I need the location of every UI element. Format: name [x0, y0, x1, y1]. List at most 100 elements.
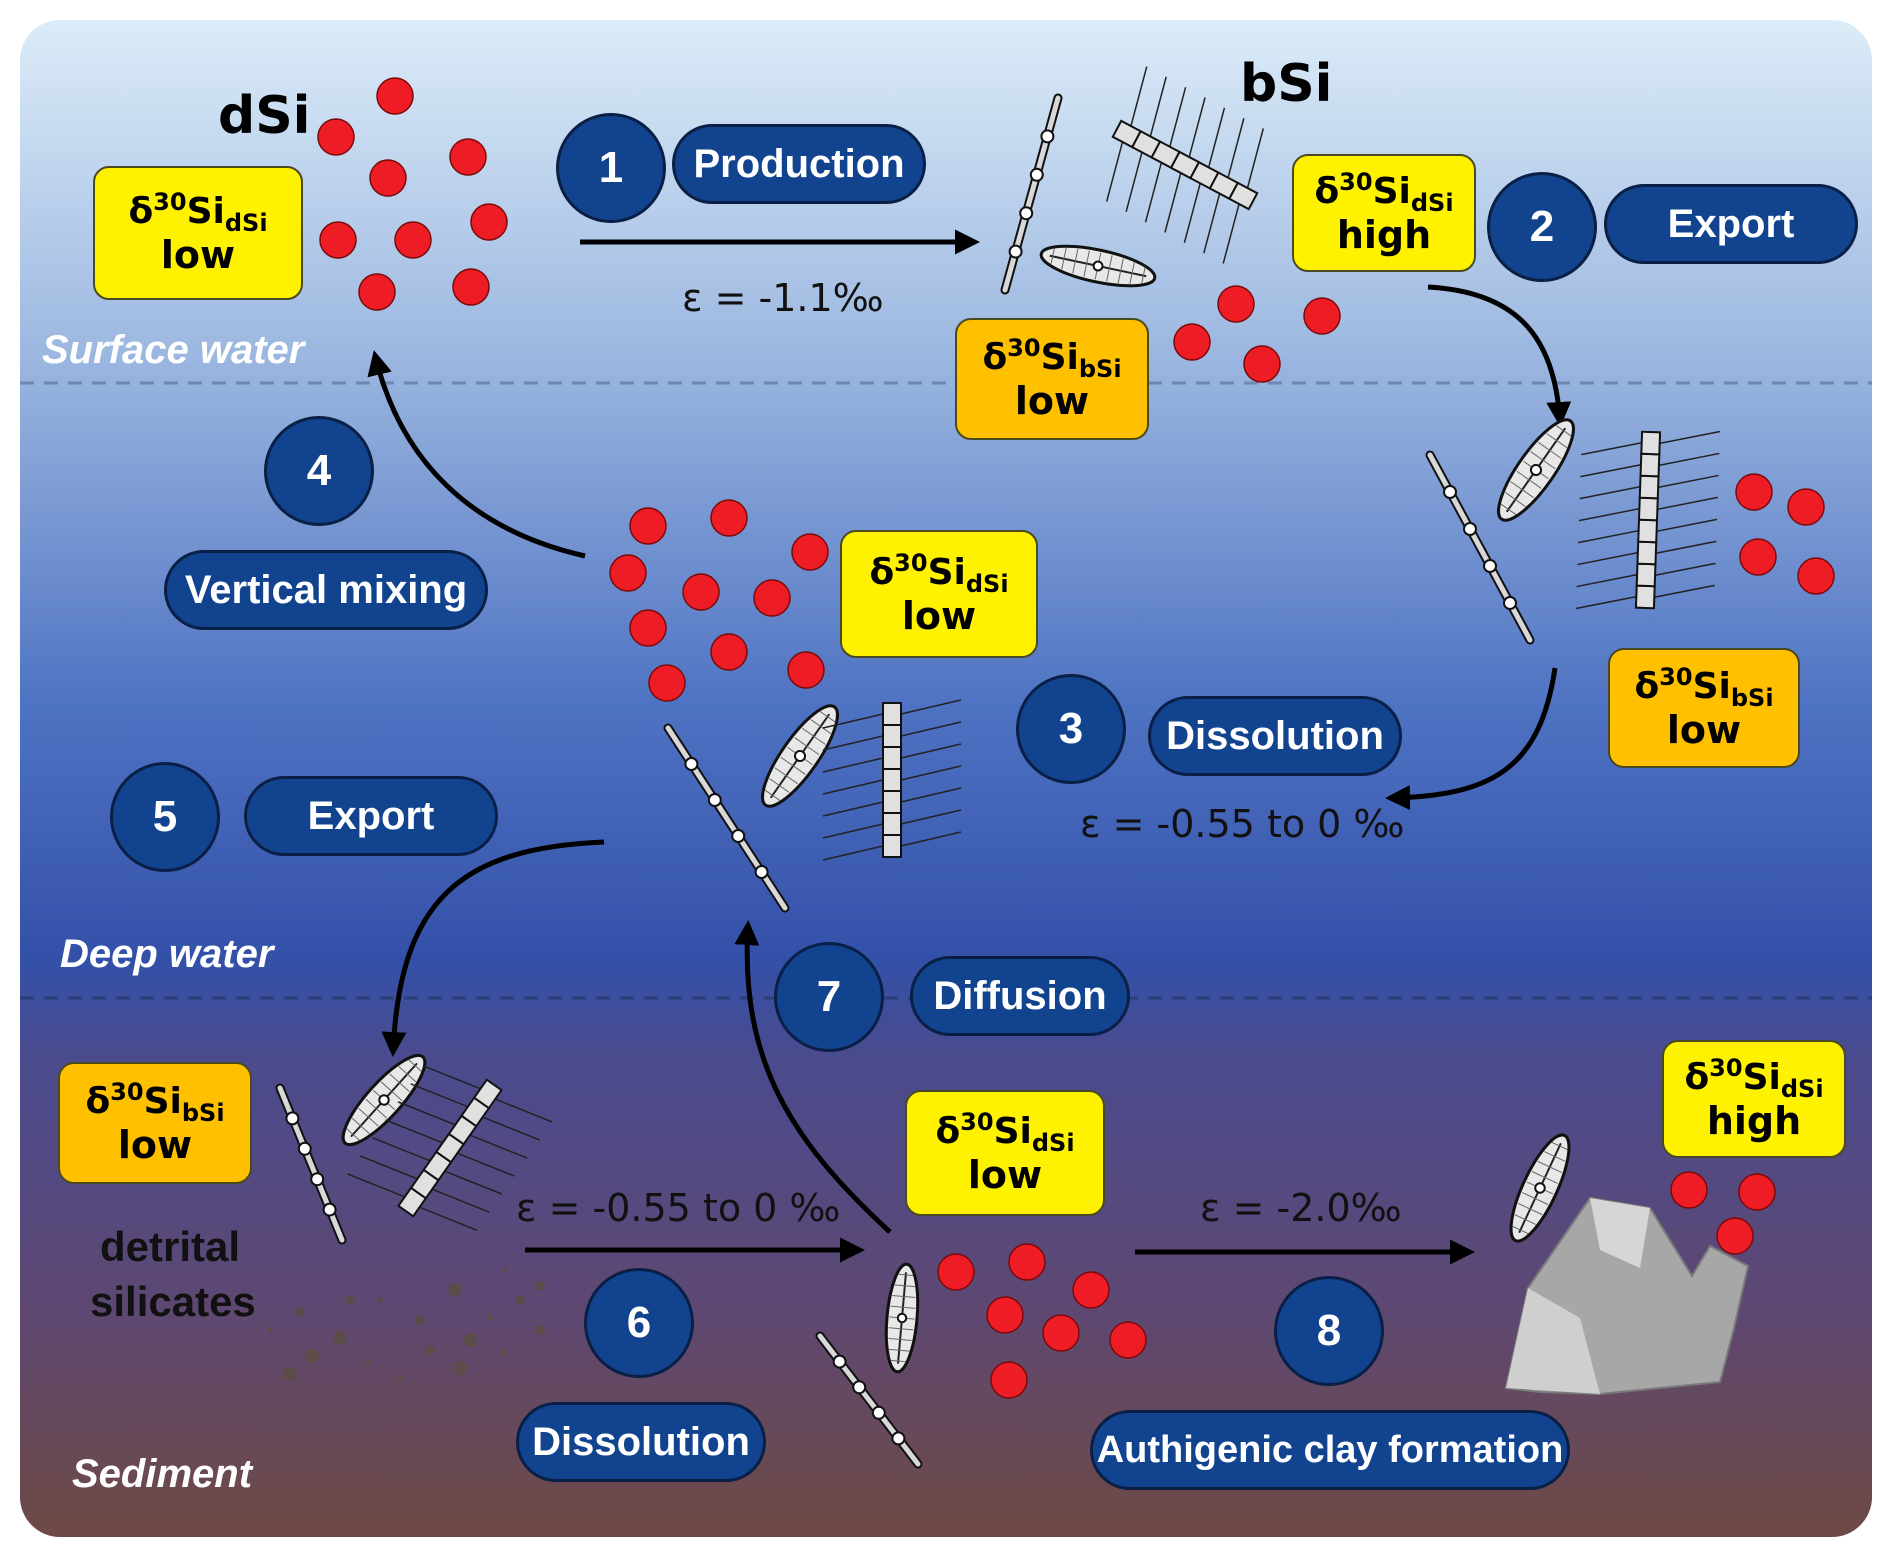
dsi-particle	[648, 664, 686, 702]
dsi-particle	[990, 1361, 1028, 1399]
detrital-grain	[487, 1315, 493, 1321]
step-2-number: 2	[1487, 172, 1597, 282]
detrital-grain	[305, 1349, 319, 1363]
dsi-particle	[791, 533, 829, 571]
isotope-box-formula: δ30SibSi	[85, 1077, 225, 1128]
diatom-stria	[764, 789, 781, 801]
detrital-grain	[502, 1267, 508, 1273]
export-surface-arrow	[1427, 284, 1572, 427]
chain-seta	[494, 1098, 553, 1123]
chain-seta	[1656, 518, 1718, 533]
chain-cell	[1637, 518, 1659, 544]
chain-seta	[900, 831, 962, 847]
chain-seta	[1246, 128, 1265, 189]
diatom-stria	[888, 1338, 912, 1342]
isotope-box-formula: δ30SibSi	[982, 333, 1122, 384]
detrital-grain	[453, 1361, 467, 1375]
isotope-box-clay-dsi: δ30SidSi high	[1662, 1040, 1846, 1158]
diatom-node	[1534, 1182, 1546, 1194]
chain-seta	[900, 699, 962, 715]
chain-seta	[1581, 441, 1642, 456]
needle-diatom-chain	[815, 1331, 923, 1469]
isotope-box-formula: δ30SidSi	[1314, 167, 1454, 218]
needle-diatom-chain	[275, 1083, 347, 1245]
diatom-stria	[1500, 503, 1517, 515]
chain-seta	[900, 721, 962, 737]
diatom-stria	[888, 1348, 910, 1352]
needle-diatom-chain	[663, 723, 790, 913]
chain-seta	[1203, 193, 1221, 254]
dsi-particle	[629, 507, 667, 545]
isotope-box-value: low	[117, 1123, 193, 1168]
chain-seta	[397, 1101, 456, 1126]
dsi-particle	[937, 1253, 975, 1291]
isotope-box-formula: δ30SibSi	[1634, 662, 1774, 713]
diatom-stria	[794, 737, 820, 756]
detrital-grain	[502, 1349, 508, 1355]
dsi-particle	[1303, 297, 1341, 335]
detrital-grain	[365, 1359, 371, 1365]
chain-seta	[1227, 117, 1245, 178]
isotope-box-value: low	[1666, 708, 1742, 753]
chain-seta	[1579, 485, 1641, 500]
chain-seta	[900, 787, 962, 803]
chain-seta	[419, 1206, 477, 1231]
detrital-label-line1: detrital	[99, 1223, 241, 1270]
detrital-label-line2: silicates	[90, 1277, 256, 1325]
chain-seta	[1654, 562, 1716, 577]
diatom-stria	[1522, 1192, 1549, 1205]
isotope-box-deep-bsi: δ30SibSi low	[1608, 648, 1800, 768]
pennate-diatom	[761, 704, 839, 808]
needle-diatom-chain	[1425, 450, 1535, 645]
chain-seta	[822, 823, 884, 839]
isotope-box-formula: δ30SidSi	[128, 187, 268, 238]
chain-seta	[1105, 141, 1124, 202]
chain-seta	[1125, 152, 1143, 213]
chain-cell	[1227, 181, 1259, 211]
chain-cell	[1639, 452, 1661, 478]
step-7-label: Diffusion	[910, 956, 1130, 1036]
step-1-number: 1	[556, 113, 666, 223]
diatom-stria	[888, 1327, 914, 1331]
vertical-mixing-arrow	[367, 350, 586, 559]
chain-seta	[822, 757, 884, 773]
chain-seta	[1658, 474, 1719, 489]
chain-seta	[1659, 430, 1721, 445]
dsi-particle	[1739, 538, 1777, 576]
chain-seta	[1130, 66, 1148, 127]
diatom-stria	[358, 1108, 379, 1127]
chain-seta	[1169, 86, 1187, 147]
chain-seta	[1577, 551, 1638, 566]
chain-seta	[372, 1137, 431, 1162]
diatom-stria	[1546, 433, 1567, 448]
step-5-label: Export	[244, 776, 498, 856]
diatom-stria	[389, 1073, 410, 1092]
chain-seta	[822, 779, 884, 795]
chain-seta	[1658, 452, 1720, 467]
chain-seta	[1576, 573, 1638, 588]
diatom-stria	[801, 727, 826, 745]
diatom-node	[1529, 463, 1543, 477]
diatom-stria	[1072, 248, 1079, 274]
needle-junction	[832, 1354, 847, 1369]
dsi-particle	[319, 221, 357, 259]
chain-seta	[822, 735, 884, 751]
chain-cell	[882, 702, 902, 726]
chain-cell	[1637, 496, 1659, 522]
step-6-number: 6	[584, 1268, 694, 1378]
diatom-stria	[365, 1098, 388, 1119]
dsi-particle	[358, 273, 396, 311]
isotope-box-formula: δ30SidSi	[1684, 1053, 1824, 1104]
clay-rock-highlight	[1506, 1288, 1600, 1394]
chain-seta	[469, 1134, 528, 1159]
needle-junction	[684, 757, 699, 771]
chain-cell	[882, 724, 902, 748]
chain-cell	[882, 746, 902, 770]
step-2-label: Export	[1604, 184, 1858, 264]
diatom-stria	[1530, 451, 1556, 470]
needle-junction	[1040, 129, 1055, 144]
sediment-label: Sediment	[72, 1452, 253, 1496]
chain-seta	[1654, 584, 1715, 599]
step-4-number: 4	[264, 416, 374, 526]
